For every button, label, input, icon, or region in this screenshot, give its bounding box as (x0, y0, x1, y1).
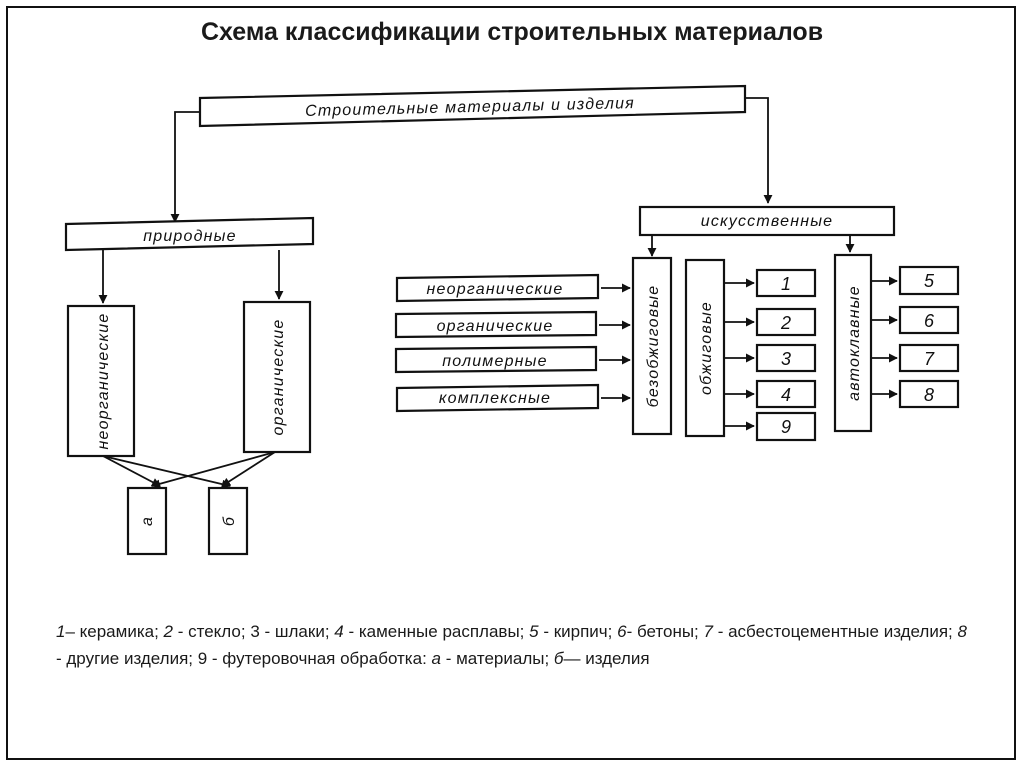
node-num-7-label: 7 (924, 349, 935, 369)
node-num-3: 3 (755, 343, 817, 373)
node-natural-organic: органические (242, 300, 312, 454)
node-fired: обжиговые (684, 258, 726, 438)
node-natural: природные (64, 216, 315, 252)
node-num-6-label: 6 (924, 311, 935, 331)
node-result-a: а (126, 486, 168, 556)
legend-text-5: - кирпич; (538, 622, 618, 641)
legend-key-8: 8 (957, 622, 967, 641)
node-input-inorganic-label: неорганические (427, 281, 564, 298)
legend-text-8-9: - другие изделия; 9 - футеровочная обраб… (56, 649, 432, 668)
node-input-polymer-label: полимерные (442, 353, 548, 370)
node-num-2: 2 (755, 307, 817, 337)
connector-root-artificial (745, 97, 773, 204)
connector-organic-b (221, 451, 276, 487)
connector-inorganic-b (102, 455, 231, 489)
page-frame (6, 6, 1016, 760)
node-num-5: 5 (898, 265, 960, 296)
node-natural-label: природные (143, 228, 237, 245)
connector-root-natural (170, 111, 200, 223)
node-result-b-label: б (221, 516, 238, 526)
connectors (98, 97, 898, 489)
node-num-1: 1 (755, 268, 817, 298)
node-input-complex: комплексные (395, 383, 600, 413)
legend-key-b: б (553, 649, 564, 668)
node-num-4: 4 (755, 379, 817, 409)
node-num-6: 6 (898, 305, 960, 335)
node-input-organic-label: органические (437, 318, 554, 335)
node-num-9: 9 (755, 411, 817, 442)
legend-text-2-3: - стекло; 3 - шлаки; (173, 622, 335, 641)
connector-organic-a (151, 451, 276, 489)
page-title: Схема классификации строительных материа… (200, 18, 824, 46)
legend-text-4: - каменные расплавы; (343, 622, 530, 641)
node-natural-inorganic-label: неорганические (95, 313, 112, 450)
connector-inorganic-a (102, 455, 161, 487)
legend-text-b: — изделия (563, 649, 650, 668)
node-unfired: безобжиговые (631, 256, 673, 436)
node-input-polymer: полимерные (394, 345, 598, 374)
node-num-4-label: 4 (781, 385, 791, 405)
classification-diagram: Строительные материалы и изделия природн… (64, 84, 960, 556)
node-num-5-label: 5 (924, 271, 935, 291)
node-fired-label: обжиговые (698, 301, 715, 395)
legend-text: 1– керамика; 2 - стекло; 3 - шлаки; 4 - … (56, 618, 976, 672)
legend-key-a: а (431, 649, 441, 668)
node-result-a-label: а (139, 516, 156, 526)
legend-key-5: 5 (529, 622, 539, 641)
legend-key-1: 1 (56, 622, 66, 641)
legend-key-2: 2 (163, 622, 174, 641)
legend-text-a: - материалы; (441, 649, 554, 668)
node-num-8: 8 (898, 379, 960, 409)
legend-text-1: – керамика; (65, 622, 164, 641)
legend-text-7: - асбестоцементные изделия; (712, 622, 958, 641)
node-input-inorganic: неорганические (395, 273, 600, 303)
node-artificial: искусственные (638, 205, 896, 237)
node-num-7: 7 (898, 343, 960, 373)
node-input-organic: органические (394, 310, 598, 339)
node-unfired-label: безобжиговые (645, 285, 662, 408)
node-input-complex-label: комплексные (439, 390, 551, 407)
node-num-1-label: 1 (781, 274, 791, 294)
legend-key-4: 4 (334, 622, 344, 641)
node-natural-inorganic: неорганические (66, 304, 136, 458)
node-natural-organic-label: органические (270, 319, 287, 436)
legend-text-6: - бетоны; (626, 622, 704, 641)
node-num-2-label: 2 (780, 313, 791, 333)
node-autoclave: автоклавные (833, 253, 873, 433)
node-autoclave-label: автоклавные (846, 285, 863, 401)
node-num-8-label: 8 (924, 385, 934, 405)
node-result-b: б (207, 486, 249, 556)
legend-key-7: 7 (703, 622, 713, 641)
node-root: Строительные материалы и изделия (198, 84, 747, 128)
node-num-3-label: 3 (781, 349, 791, 369)
node-num-9-label: 9 (781, 417, 791, 437)
legend-key-6: 6 (617, 622, 627, 641)
node-artificial-label: искусственные (701, 213, 834, 230)
